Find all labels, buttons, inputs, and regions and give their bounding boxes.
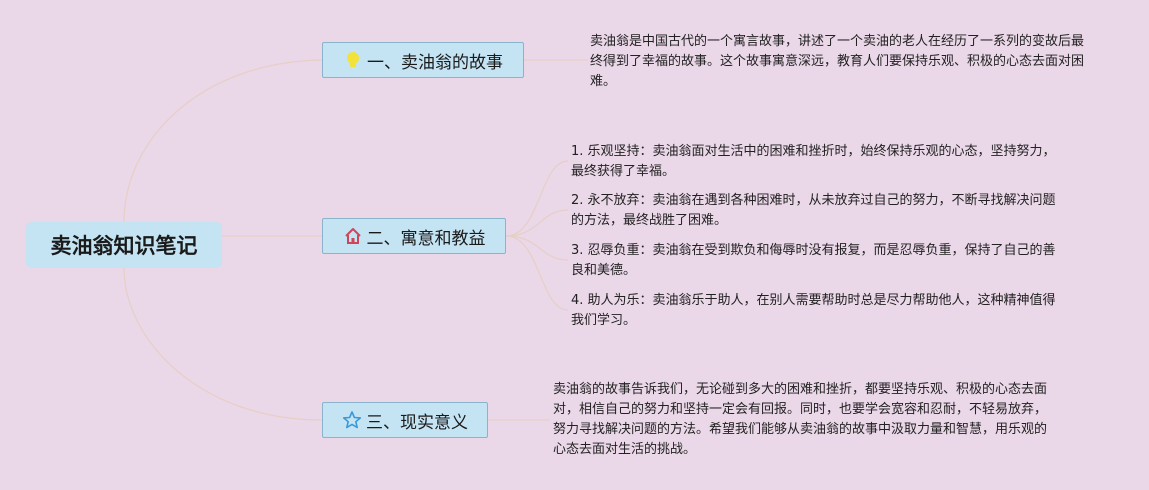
leaf-moral-endurance: 3. 忍辱负重：卖油翁在受到欺负和侮辱时没有报复，而是忍辱负重，保持了自己的善良… [571, 243, 1056, 278]
branch-node-story[interactable]: 一、卖油翁的故事 [322, 42, 524, 78]
connector-branch-2-leaf-3 [505, 235, 569, 261]
leaf-story-summary: 卖油翁是中国古代的一个寓言故事，讲述了一个卖油的老人在经历了一系列的变故后最终得… [590, 34, 1085, 89]
branch-title: 三、现实意义 [366, 412, 468, 433]
leaf-moral-never-give-up: 2. 永不放弃：卖油翁在遇到各种困难时，从未放弃过自己的努力，不断寻找解决问题的… [571, 193, 1056, 228]
home-icon [343, 226, 363, 246]
branch-node-moral[interactable]: 二、寓意和教益 [322, 218, 506, 254]
root-node[interactable]: 卖油翁知识笔记 [26, 222, 222, 268]
leaf-reality-summary: 卖油翁的故事告诉我们，无论碰到多大的困难和挫折，都要坚持乐观、积极的心态去面对，… [553, 382, 1048, 457]
root-title: 卖油翁知识笔记 [50, 234, 198, 258]
leaf-moral-helping: 4. 助人为乐：卖油翁乐于助人，在别人需要帮助时总是尽力帮助他人，这种精神值得我… [571, 293, 1056, 328]
branch-title: 一、卖油翁的故事 [367, 52, 503, 73]
branch-title: 二、寓意和教益 [366, 228, 486, 249]
lightbulb-icon [343, 50, 363, 70]
connector-root-branch-3 [123, 267, 323, 421]
connector-branch-2-leaf-2 [505, 209, 569, 237]
branch-node-reality[interactable]: 三、现实意义 [322, 402, 488, 438]
connector-branch-2-leaf-1 [505, 160, 569, 237]
connector-branch-2-leaf-4 [505, 235, 569, 311]
leaf-moral-optimism: 1. 乐观坚持：卖油翁面对生活中的困难和挫折时，始终保持乐观的心态，坚持努力，最… [571, 144, 1056, 179]
connector-root-branch-1 [123, 59, 323, 223]
star-icon [342, 410, 362, 430]
